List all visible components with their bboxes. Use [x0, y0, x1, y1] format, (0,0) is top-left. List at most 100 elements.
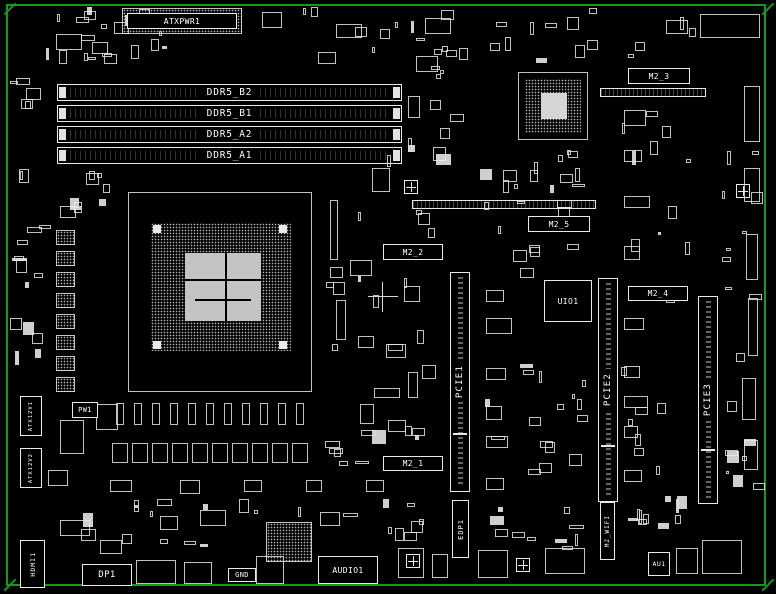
component-outline: [32, 333, 43, 344]
component-outline: [200, 510, 226, 526]
component-outline: [658, 523, 669, 529]
component-outline: [366, 480, 384, 492]
component-outline: [116, 403, 124, 425]
dimm-latch: [59, 129, 66, 140]
component-outline: [330, 267, 343, 278]
m2-3-connector: M2_3: [628, 68, 690, 84]
au1-label: AU1: [652, 560, 666, 568]
component-outline: [329, 448, 343, 454]
component-outline: [103, 184, 110, 193]
component-outline: [99, 199, 106, 206]
component-outline: [624, 470, 642, 482]
component-outline: [624, 426, 638, 438]
component-outline: [17, 240, 28, 245]
m2-4-connector: M2_4: [628, 286, 688, 301]
component-outline: [343, 513, 358, 517]
component-outline: [380, 29, 390, 39]
slot-key: [701, 449, 715, 451]
component-outline: [224, 403, 232, 425]
component-outline: [555, 539, 567, 543]
component-outline: [131, 45, 139, 59]
m2-2-label: M2_2: [402, 247, 424, 257]
dimm-label: DDR5_B1: [198, 108, 261, 119]
cpu-corner-pad: [279, 341, 287, 349]
component-outline: [527, 537, 536, 541]
m2-5-label: M2_5: [548, 219, 570, 229]
m2-4-label: M2_4: [647, 289, 669, 298]
component-outline: [624, 150, 642, 162]
pcie1-label: PCIE1: [455, 361, 465, 403]
component-outline: [676, 548, 698, 574]
board-outline: [6, 4, 766, 586]
component-outline: [160, 516, 178, 530]
component-outline: [408, 145, 415, 152]
component-outline: [752, 151, 759, 155]
component-outline: [318, 52, 336, 64]
component-outline: [272, 443, 288, 463]
dimm-latch: [393, 108, 400, 119]
component-outline: [25, 282, 29, 288]
component-outline: [668, 206, 677, 219]
component-outline: [587, 40, 598, 50]
component-outline: [358, 212, 361, 221]
component-outline: [450, 114, 464, 122]
component-outline: [184, 541, 196, 545]
component-outline: [134, 505, 138, 508]
component-outline: [152, 443, 168, 463]
component-outline: [486, 290, 504, 302]
component-outline: [383, 499, 389, 508]
component-outline: [680, 17, 684, 30]
component-outline: [404, 286, 420, 302]
component-outline: [575, 45, 585, 58]
component-outline: [242, 403, 250, 425]
component-outline: [422, 365, 436, 379]
cpu-socket: [128, 192, 312, 392]
component-outline: [558, 155, 563, 162]
component-outline: [60, 520, 90, 536]
component-outline: [545, 548, 585, 574]
component-outline: [736, 353, 745, 362]
component-outline: [12, 258, 27, 261]
component-outline: [405, 426, 412, 436]
component-outline: [232, 443, 248, 463]
component-outline: [512, 532, 525, 538]
component-outline: [330, 200, 338, 260]
component-outline: [170, 403, 178, 425]
component-outline: [14, 256, 24, 261]
component-outline: [486, 318, 512, 334]
component-outline: [433, 147, 446, 161]
component-outline: [496, 22, 507, 27]
component-outline: [722, 191, 725, 199]
component-outline: [57, 14, 60, 22]
component-outline: [442, 46, 448, 52]
dp1-label: DP1: [98, 570, 116, 580]
component-outline: [635, 42, 645, 51]
component-outline: [545, 23, 557, 28]
component-outline: [92, 42, 108, 54]
dimm-slot-ddr5-a1: DDR5_A1: [57, 147, 402, 164]
component-outline: [753, 483, 765, 490]
component-outline: [136, 560, 176, 584]
component-outline: [486, 436, 508, 448]
component-outline: [665, 496, 671, 502]
component-outline: [74, 202, 82, 213]
component-outline: [628, 54, 634, 58]
component-outline: [110, 480, 132, 492]
component-outline: [122, 534, 132, 544]
component-outline: [387, 155, 391, 167]
component-outline: [484, 202, 489, 210]
component-outline: [296, 403, 304, 425]
dimm-latch: [393, 129, 400, 140]
component-outline: [200, 544, 208, 547]
uio1-connector: UIO1: [544, 280, 592, 322]
component-outline: [252, 443, 268, 463]
component-outline: [436, 74, 441, 79]
component-outline: [339, 461, 348, 466]
component-outline: [56, 314, 75, 329]
m2-slot-connector: [600, 88, 706, 97]
component-outline: [81, 35, 95, 41]
component-outline: [631, 239, 640, 252]
component-outline: [528, 469, 541, 475]
dimm-latch: [59, 150, 66, 161]
component-outline: [46, 48, 49, 60]
